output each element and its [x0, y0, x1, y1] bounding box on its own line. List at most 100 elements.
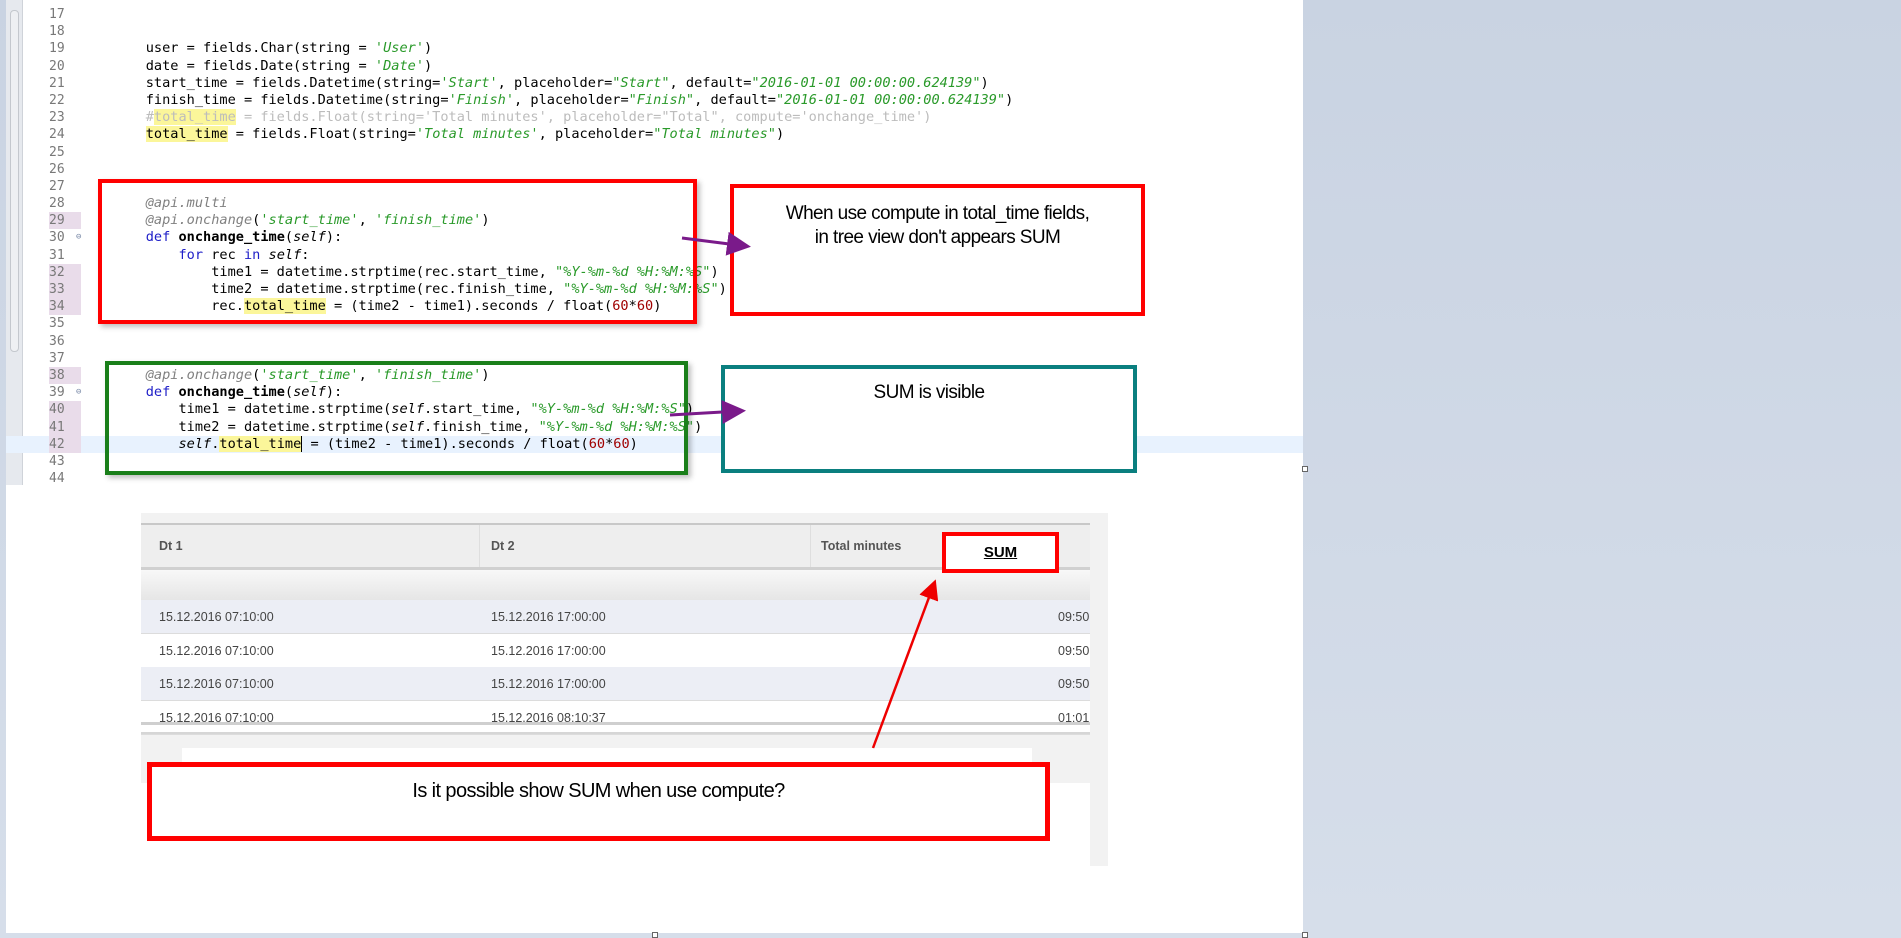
line-number: 29: [49, 212, 81, 230]
line-number: 30: [49, 230, 65, 246]
code-line[interactable]: 38 @api.onchange('start_time', 'finish_t…: [6, 366, 1303, 385]
code-line[interactable]: 36: [6, 333, 1303, 350]
line-number: 28: [49, 196, 65, 212]
line-number: 44: [49, 471, 65, 487]
fold-collapse-icon[interactable]: ⊖: [76, 232, 82, 243]
code-token: "Finish": [628, 91, 695, 108]
code-line[interactable]: 22 finish_time = fields.Datetime(string=…: [6, 92, 1303, 109]
scrollbar-thumb[interactable]: [10, 10, 19, 352]
column-header-dt2[interactable]: Dt 2: [491, 539, 515, 553]
sum-visible-note-box: SUM is visible: [721, 365, 1137, 473]
code-line[interactable]: 40 time1 = datetime.strptime(self.start_…: [6, 401, 1303, 419]
code-token: ,: [358, 366, 375, 383]
code-line[interactable]: 20 date = fields.Date(string = 'Date'): [6, 58, 1303, 75]
resize-handle[interactable]: [1302, 466, 1308, 472]
code-line[interactable]: 33 time2 = datetime.strptime(rec.finish_…: [6, 281, 1303, 299]
code-token: = (time2 - time1).seconds / float(: [302, 435, 589, 452]
sum-visible-note: SUM is visible: [873, 382, 986, 403]
code-token: #: [113, 109, 154, 126]
code-text: self.total_time = (time2 - time1).second…: [113, 435, 638, 453]
code-line[interactable]: 32 time1 = datetime.strptime(rec.start_t…: [6, 263, 1303, 282]
code-line[interactable]: 44: [6, 470, 1303, 487]
code-line[interactable]: 21 start_time = fields.Datetime(string='…: [6, 75, 1303, 92]
code-text: time1 = datetime.strptime(rec.start_time…: [113, 263, 718, 281]
code-line[interactable]: 26: [6, 161, 1303, 178]
column-header-dt1[interactable]: Dt 1: [159, 539, 183, 553]
code-line[interactable]: 27: [6, 178, 1303, 195]
code-text: time1 = datetime.strptime(self.start_tim…: [113, 401, 694, 418]
code-token: , default=: [669, 74, 752, 91]
question-text: Is it possible show SUM when use compute…: [412, 780, 785, 802]
code-token: , default=: [694, 91, 776, 108]
code-token: @api.onchange: [145, 212, 253, 229]
line-number: 26: [49, 161, 65, 177]
code-line[interactable]: 23 #total_time = fields.Float(string='To…: [6, 109, 1303, 126]
code-token: 60: [613, 435, 630, 452]
editor-scrollbar[interactable]: [6, 0, 23, 485]
code-token: time2 = datetime.strptime(rec.finish_tim…: [113, 281, 564, 297]
code-line[interactable]: 39⊖ def onchange_time(self):: [6, 384, 1303, 401]
code-text: @api.multi: [113, 195, 228, 212]
code-token: ): [629, 435, 638, 452]
resize-handle[interactable]: [652, 932, 658, 938]
resize-handle[interactable]: [1302, 932, 1308, 938]
fold-collapse-icon[interactable]: ⊖: [76, 387, 82, 398]
code-token: time1 = datetime.strptime(rec.start_time…: [113, 263, 555, 280]
code-line[interactable]: 35: [6, 315, 1303, 332]
code-line[interactable]: 31 for rec in self:: [6, 247, 1303, 264]
cell-total-minutes: 09:50: [1058, 610, 1090, 624]
code-line[interactable]: 29 @api.onchange('start_time', 'finish_t…: [6, 212, 1303, 230]
code-line[interactable]: 24 total_time = fields.Float(string='Tot…: [6, 126, 1303, 143]
code-token: ): [424, 57, 433, 74]
code-token: .: [211, 435, 220, 452]
code-token: ): [424, 40, 433, 57]
line-number: 41: [49, 418, 81, 436]
code-token: "2016-01-01 00:00:00.624139": [775, 91, 1006, 108]
line-number: 36: [49, 333, 65, 349]
code-line[interactable]: 43: [6, 453, 1303, 470]
code-line[interactable]: 18: [6, 23, 1303, 40]
sum-label: SUM: [983, 544, 1018, 561]
code-token: 60: [588, 435, 606, 452]
code-token: = fields.Float(string=: [227, 126, 416, 143]
code-token: "%Y-%m-%d %H:%M:%S": [563, 281, 719, 297]
cell-dt2: 15.12.2016 17:00:00: [491, 677, 606, 691]
code-token: 60: [636, 298, 654, 315]
code-token: def: [145, 229, 171, 246]
code-text: #total_time = fields.Float(string='Total…: [113, 109, 931, 126]
arrow-to-compute-note: [681, 231, 751, 256]
code-line[interactable]: 41 time2 = datetime.strptime(self.finish…: [6, 418, 1303, 436]
code-token: date = fields.Date(string =: [113, 57, 375, 74]
code-line[interactable]: 28 @api.multi: [6, 195, 1303, 212]
line-number: 43: [49, 453, 65, 469]
cell-dt1: 15.12.2016 07:10:00: [159, 643, 274, 658]
code-line[interactable]: 25: [6, 144, 1303, 161]
cell-dt2: 15.12.2016 08:10:37: [491, 710, 606, 725]
code-token: self: [293, 229, 326, 246]
code-token: time1 = datetime.strptime(: [113, 401, 392, 418]
line-number: 34: [49, 298, 81, 316]
code-text: finish_time = fields.Datetime(string='Fi…: [113, 91, 1014, 109]
code-line[interactable]: 30⊖ def onchange_time(self):: [6, 229, 1303, 246]
line-number: 24: [49, 127, 65, 143]
code-token: ):: [325, 384, 343, 401]
code-line[interactable]: 19 user = fields.Char(string = 'User'): [6, 40, 1303, 57]
code-text: for rec in self:: [113, 247, 309, 264]
code-token: ): [718, 281, 727, 297]
code-line[interactable]: 34 rec.total_time = (time2 - time1).seco…: [6, 298, 1303, 316]
compute-note-line1: When use compute in total_time fields,: [785, 203, 1090, 224]
code-token: rec: [203, 246, 244, 263]
code-token: "%Y-%m-%d %H:%M:%S": [530, 401, 686, 418]
code-token: "%Y-%m-%d %H:%M:%S": [554, 263, 711, 280]
code-token: in: [243, 246, 261, 263]
code-line[interactable]: 37: [6, 350, 1303, 367]
sum-highlight-box: SUM: [942, 532, 1059, 573]
code-token: .finish_time,: [424, 418, 539, 435]
column-header-total-minutes[interactable]: Total minutes: [821, 539, 902, 553]
code-line[interactable]: 17: [6, 6, 1303, 23]
compute-note-line2: in tree view don't appears SUM: [814, 227, 1061, 248]
